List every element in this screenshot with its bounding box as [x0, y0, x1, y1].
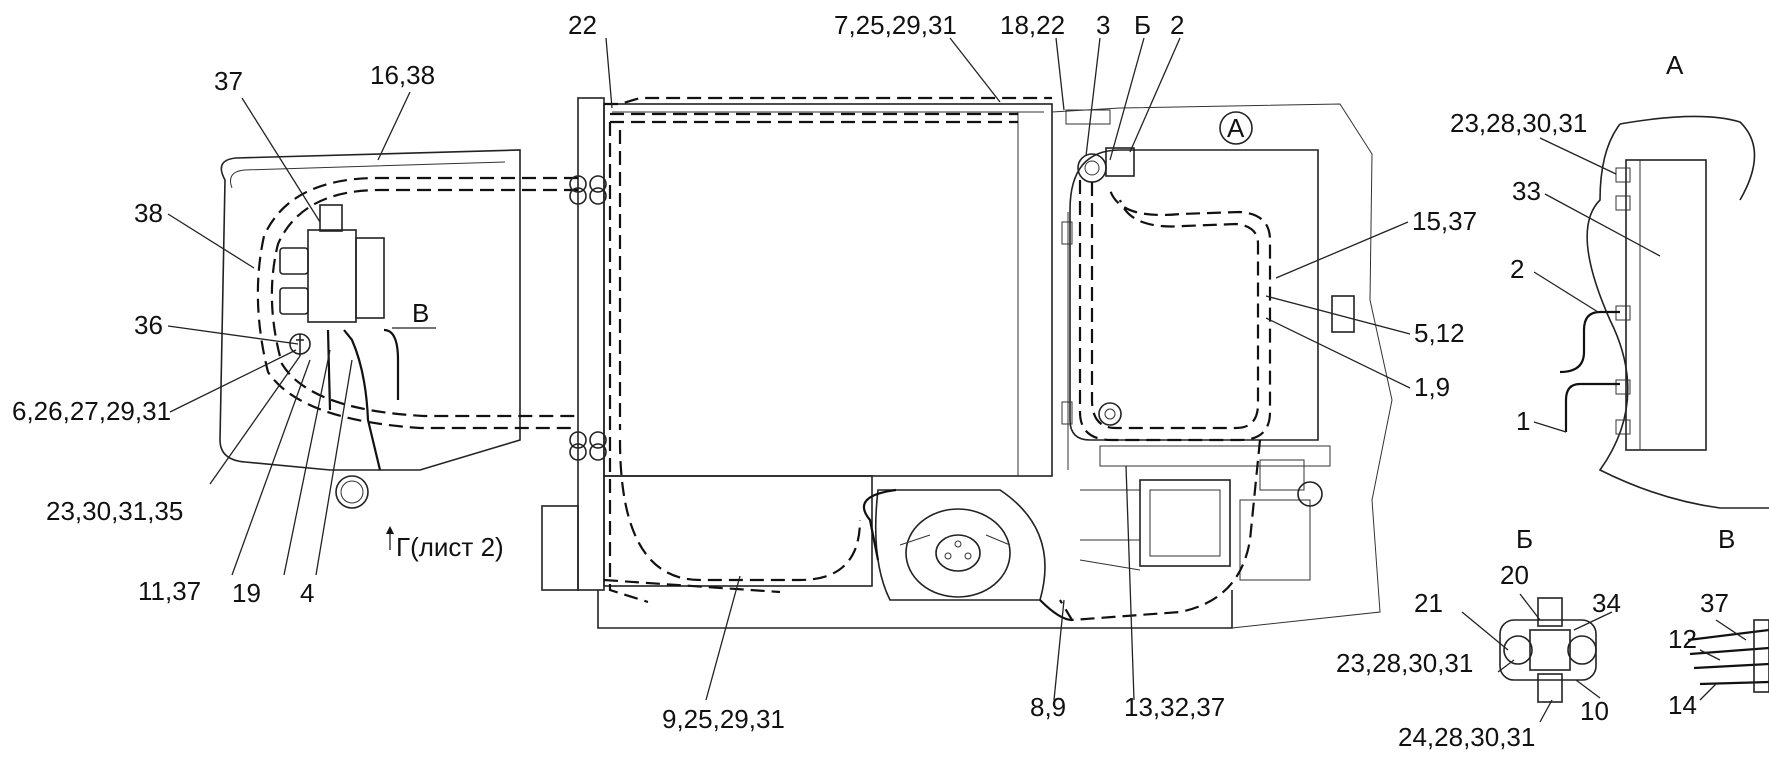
leaders-center	[605, 37, 1411, 701]
label-a-callout: А	[1227, 113, 1245, 143]
label-18-22: 18,22	[1000, 10, 1065, 40]
detail-v-label-14: 14	[1668, 690, 1697, 720]
label-2: 2	[1170, 10, 1184, 40]
detail-v	[1687, 619, 1769, 701]
main-frame	[541, 97, 1393, 629]
detail-a-label-23-28-30-31: 23,28,30,31	[1450, 108, 1587, 138]
labels: 37 16,38 38 36 6,26,27,29,31 23,30,31,35…	[12, 10, 1735, 752]
detail-v-label-37: 37	[1700, 588, 1729, 618]
label-3: 3	[1096, 10, 1110, 40]
label-9-25-29-31: 9,25,29,31	[662, 704, 785, 734]
label-7-25-29-31: 7,25,29,31	[834, 10, 957, 40]
callout-a-marker	[1219, 111, 1253, 145]
detail-v-title: В	[1718, 524, 1735, 554]
label-22: 22	[568, 10, 597, 40]
label-6-26-27-29-31: 6,26,27,29,31	[12, 396, 171, 426]
view-g-arrow	[386, 526, 394, 550]
detail-b	[1461, 593, 1613, 723]
detail-b-title: Б	[1516, 524, 1533, 554]
top-connector	[1065, 109, 1135, 183]
cab-outline	[219, 149, 521, 509]
cable-clamps	[569, 175, 607, 461]
detail-b-label-34: 34	[1592, 588, 1621, 618]
detail-a-label-2: 2	[1510, 254, 1524, 284]
detail-a	[1533, 115, 1769, 509]
label-v-callout: В	[412, 298, 429, 328]
label-36: 36	[134, 310, 163, 340]
label-11-37: 11,37	[138, 576, 201, 606]
label-4: 4	[300, 578, 314, 608]
detail-a-title: А	[1666, 50, 1684, 80]
label-19: 19	[232, 578, 261, 608]
label-16-38: 16,38	[370, 60, 435, 90]
label-38: 38	[134, 198, 163, 228]
detail-b-label-10: 10	[1580, 696, 1609, 726]
label-5-12: 5,12	[1414, 318, 1465, 348]
label-g-sheet: Г(лист 2)	[396, 532, 504, 562]
label-15-37: 15,37	[1412, 206, 1477, 236]
label-13-32-37: 13,32,37	[1124, 692, 1225, 722]
label-b-callout: Б	[1134, 10, 1151, 40]
engine-assembly	[1079, 445, 1331, 581]
detail-a-label-33: 33	[1512, 176, 1541, 206]
connector-36	[289, 333, 311, 356]
detail-b-label-21: 21	[1414, 588, 1443, 618]
electrical-box	[279, 204, 385, 323]
leaders-left	[167, 91, 436, 576]
detail-b-label-23-28-30-31: 23,28,30,31	[1336, 648, 1473, 678]
label-1-9: 1,9	[1414, 372, 1450, 402]
detail-a-label-1: 1	[1516, 406, 1530, 436]
detail-b-label-24-28-30-31: 24,28,30,31	[1398, 722, 1535, 752]
wheel-hub	[874, 489, 1046, 601]
label-37: 37	[214, 66, 243, 96]
label-23-30-31-35: 23,30,31,35	[46, 496, 183, 526]
plate-connector	[1061, 221, 1122, 426]
label-8-9: 8,9	[1030, 692, 1066, 722]
detail-v-label-12: 12	[1668, 624, 1697, 654]
detail-b-label-20: 20	[1500, 560, 1529, 590]
